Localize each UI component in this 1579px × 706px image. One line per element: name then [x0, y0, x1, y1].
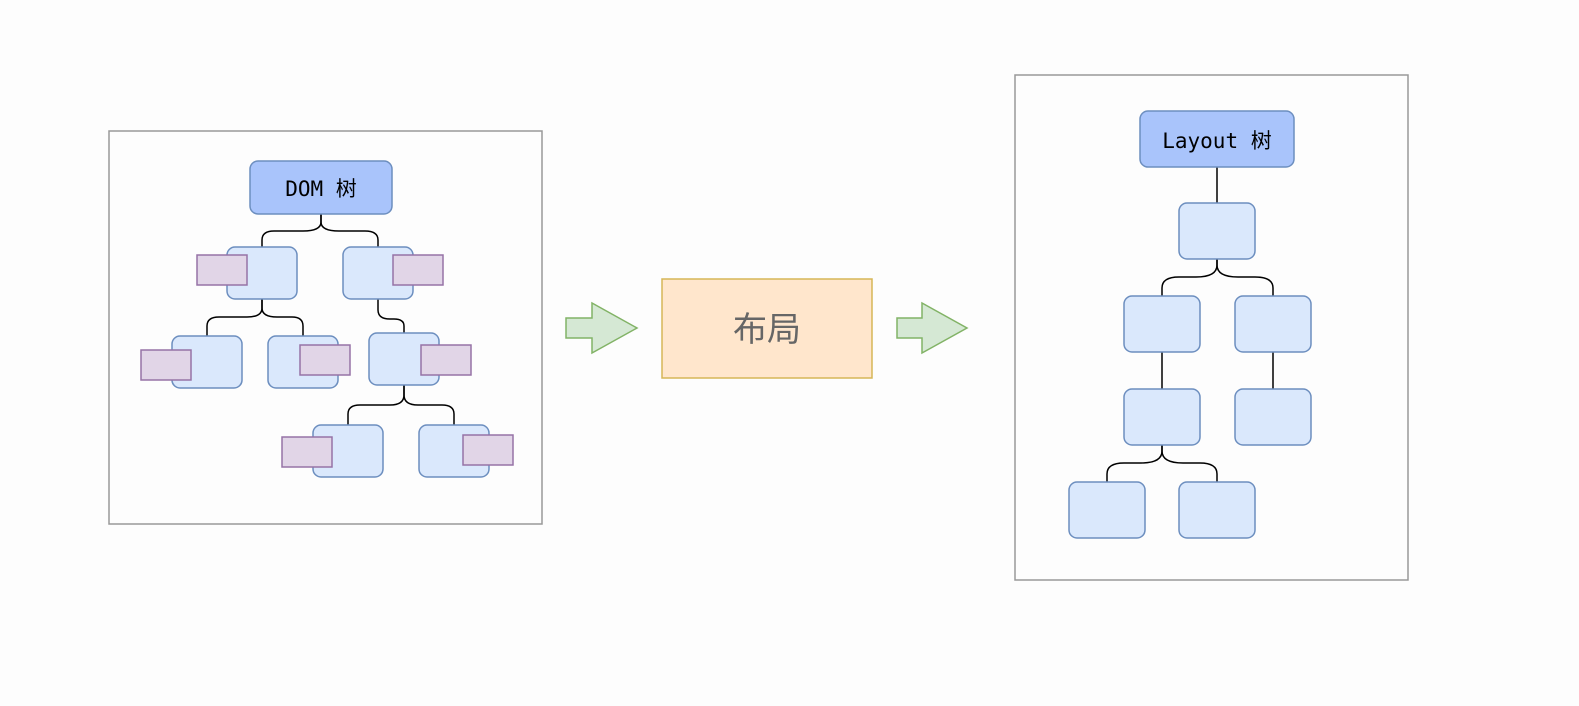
style-box — [196, 254, 248, 286]
dom-tree-style-boxes — [140, 254, 514, 468]
right-arrow-icon — [896, 301, 969, 355]
layout-node — [1123, 388, 1201, 446]
layout-tree-connectors — [1106, 167, 1274, 482]
dom-tree-title: DOM 树 — [285, 177, 357, 201]
layout-tree-title: Layout 树 — [1162, 129, 1272, 153]
layout-tree-panel: Layout 树 — [1014, 74, 1409, 581]
connector — [261, 299, 304, 336]
connector — [1161, 259, 1218, 296]
style-box — [420, 344, 472, 376]
style-box — [299, 344, 351, 376]
style-box — [140, 349, 192, 381]
connector — [261, 214, 322, 247]
layout-tree-root-node: Layout 树 — [1139, 110, 1295, 168]
dom-tree-panel: DOM 树 — [108, 130, 543, 525]
connector — [206, 299, 263, 336]
style-box — [392, 254, 444, 286]
layout-process-box: 布局 — [661, 278, 873, 379]
dom-tree-connectors — [206, 214, 455, 425]
right-arrow-icon — [565, 301, 639, 355]
connector — [377, 299, 405, 333]
dom-tree-panel-frame — [108, 130, 543, 525]
layout-node — [1178, 481, 1256, 539]
connector — [1161, 445, 1218, 482]
connector — [347, 385, 405, 425]
style-box — [281, 436, 333, 468]
connector — [1106, 445, 1163, 482]
style-box — [462, 434, 514, 466]
connector — [403, 385, 455, 425]
layout-node — [1123, 295, 1201, 353]
connector — [1216, 259, 1274, 296]
layout-tree-panel-frame — [1014, 74, 1409, 581]
layout-node — [1234, 388, 1312, 446]
layout-node — [1068, 481, 1146, 539]
layout-node — [1234, 295, 1312, 353]
layout-node — [1178, 202, 1256, 260]
dom-tree-root-node: DOM 树 — [249, 160, 393, 215]
layout-tree-nodes — [1068, 202, 1312, 539]
connector — [320, 214, 379, 247]
layout-process-label: 布局 — [733, 310, 801, 350]
